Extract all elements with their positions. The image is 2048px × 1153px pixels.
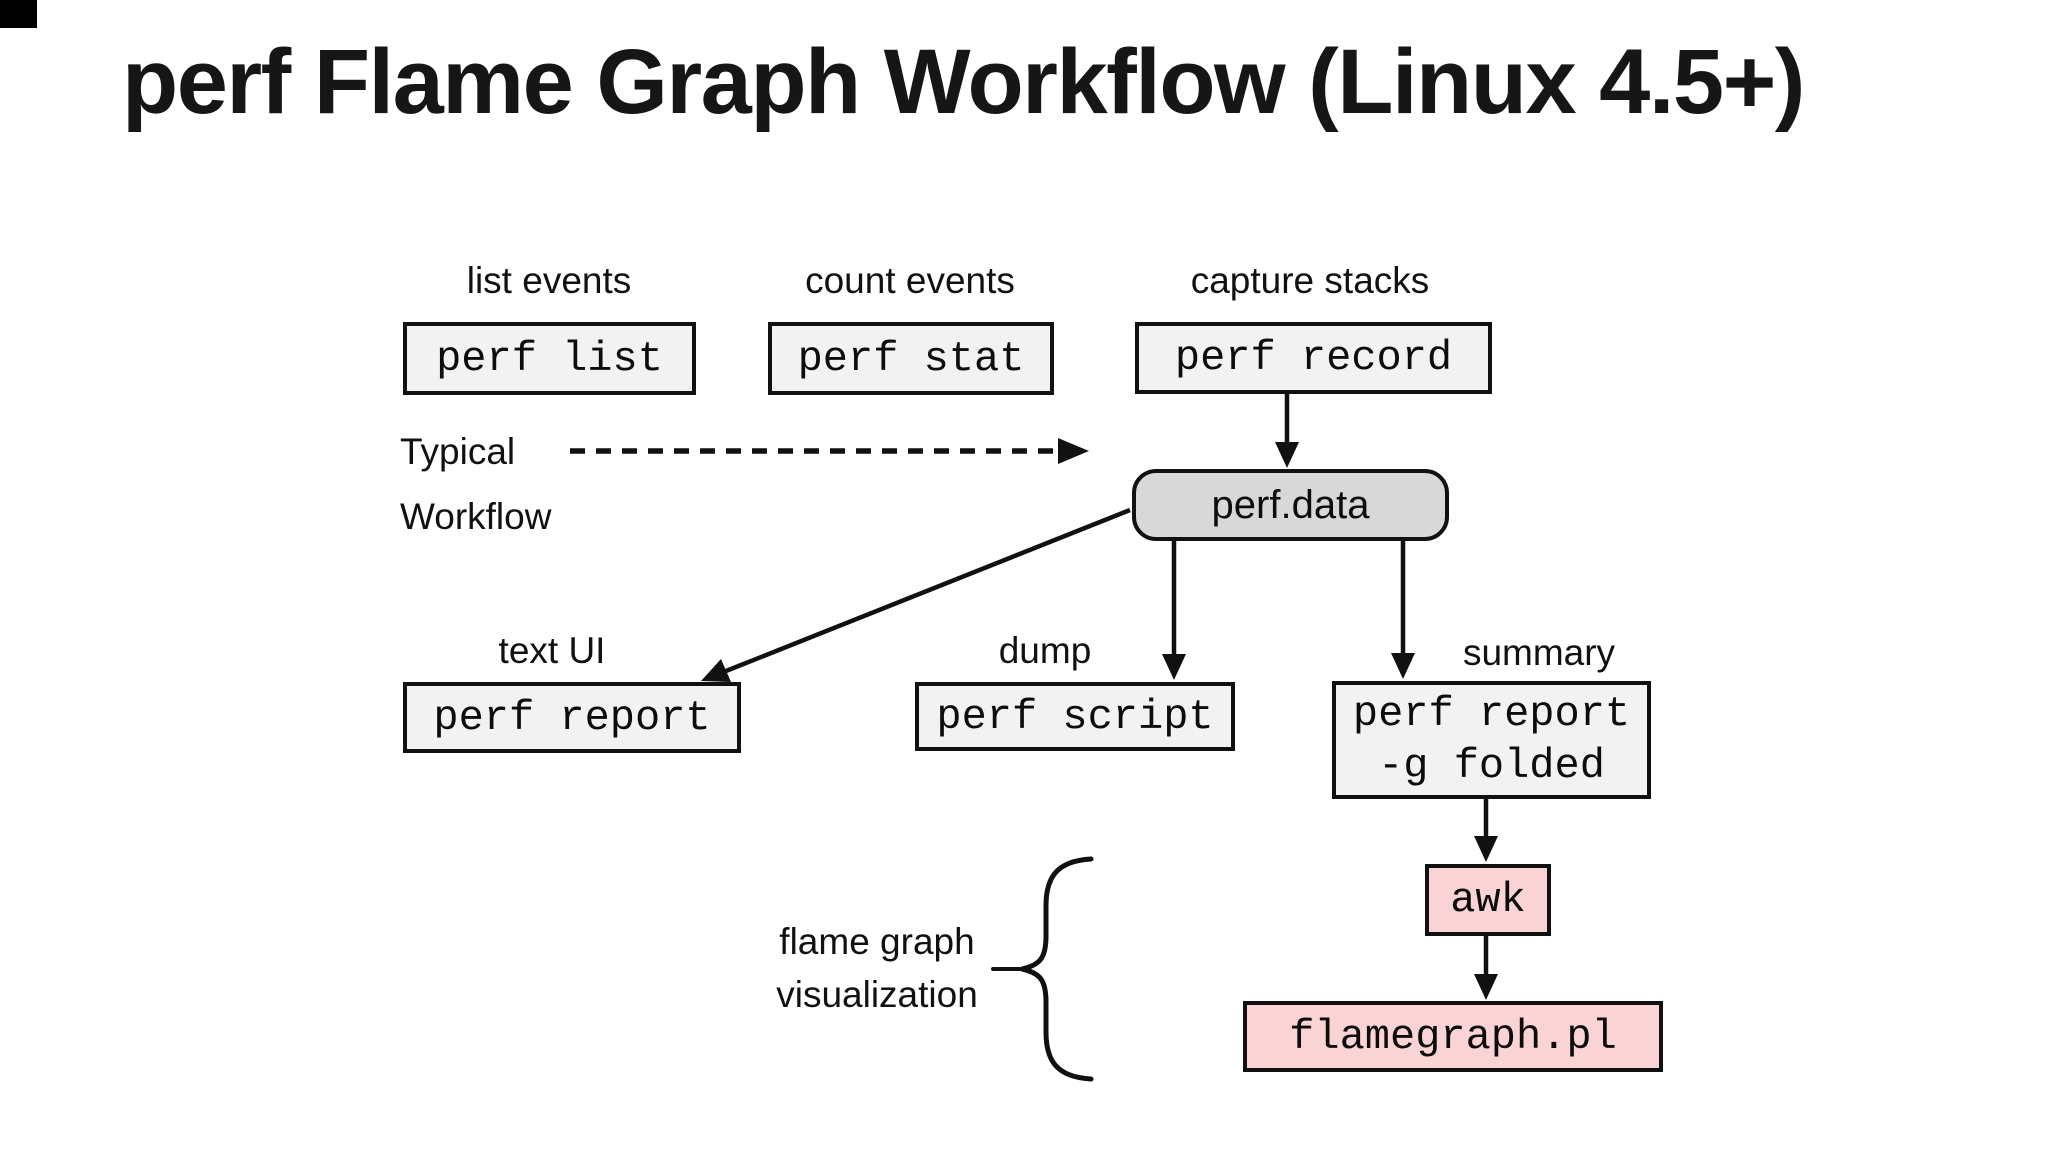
node-perf-stat: perf stat [768, 322, 1054, 395]
node-perf-report-folded-line2: -g folded [1378, 742, 1605, 790]
node-perf-list: perf list [403, 322, 696, 395]
dashed-arrow-typical-workflow [570, 438, 1089, 464]
node-perf-record: perf record [1135, 322, 1492, 394]
node-perf-report-folded: perf report -g folded [1332, 681, 1651, 799]
caption-dump: dump [998, 630, 1092, 671]
node-perf-record-label: perf record [1174, 334, 1453, 382]
annotation-workflow: Workflow [400, 496, 552, 537]
caption-list-events: list events [466, 260, 632, 301]
node-perf-report-folded-line1: perf report [1352, 690, 1631, 738]
node-flamegraph-pl-label: flamegraph.pl [1289, 1012, 1617, 1061]
node-perf-report-label: perf report [433, 693, 711, 742]
annotation-flame-graph-line1: flame graph [779, 921, 975, 962]
curly-brace [991, 856, 1094, 1082]
node-awk: awk [1425, 864, 1551, 936]
arrow-perf-record-to-perf-data [1275, 394, 1299, 468]
node-perf-data: perf.data [1132, 469, 1449, 541]
caption-capture-stacks: capture stacks [1190, 260, 1430, 301]
node-awk-label: awk [1450, 876, 1526, 924]
caption-summary: summary [1462, 632, 1616, 673]
caption-count-events: count events [805, 260, 1015, 301]
page-title: perf Flame Graph Workflow (Linux 4.5+) [122, 31, 1805, 133]
annotation-flame-graph: flame graph visualization [776, 915, 978, 1021]
node-perf-script: perf script [915, 682, 1235, 751]
node-flamegraph-pl: flamegraph.pl [1243, 1001, 1663, 1072]
annotation-flame-graph-line2: visualization [776, 974, 978, 1015]
node-perf-stat-label: perf stat [797, 334, 1025, 383]
corner-artifact [0, 0, 37, 28]
arrow-perf-data-to-perf-script [1162, 540, 1186, 680]
node-perf-list-label: perf list [436, 334, 663, 383]
node-perf-data-label: perf.data [1211, 482, 1370, 527]
caption-text-ui: text UI [498, 630, 606, 671]
annotation-typical: Typical [400, 431, 516, 472]
arrow-awk-to-flamegraph [1474, 936, 1498, 1000]
node-perf-report: perf report [403, 682, 741, 753]
arrow-perf-data-to-perf-report-folded [1391, 540, 1415, 679]
arrow-perf-report-folded-to-awk [1474, 799, 1498, 862]
node-perf-script-label: perf script [936, 692, 1214, 741]
